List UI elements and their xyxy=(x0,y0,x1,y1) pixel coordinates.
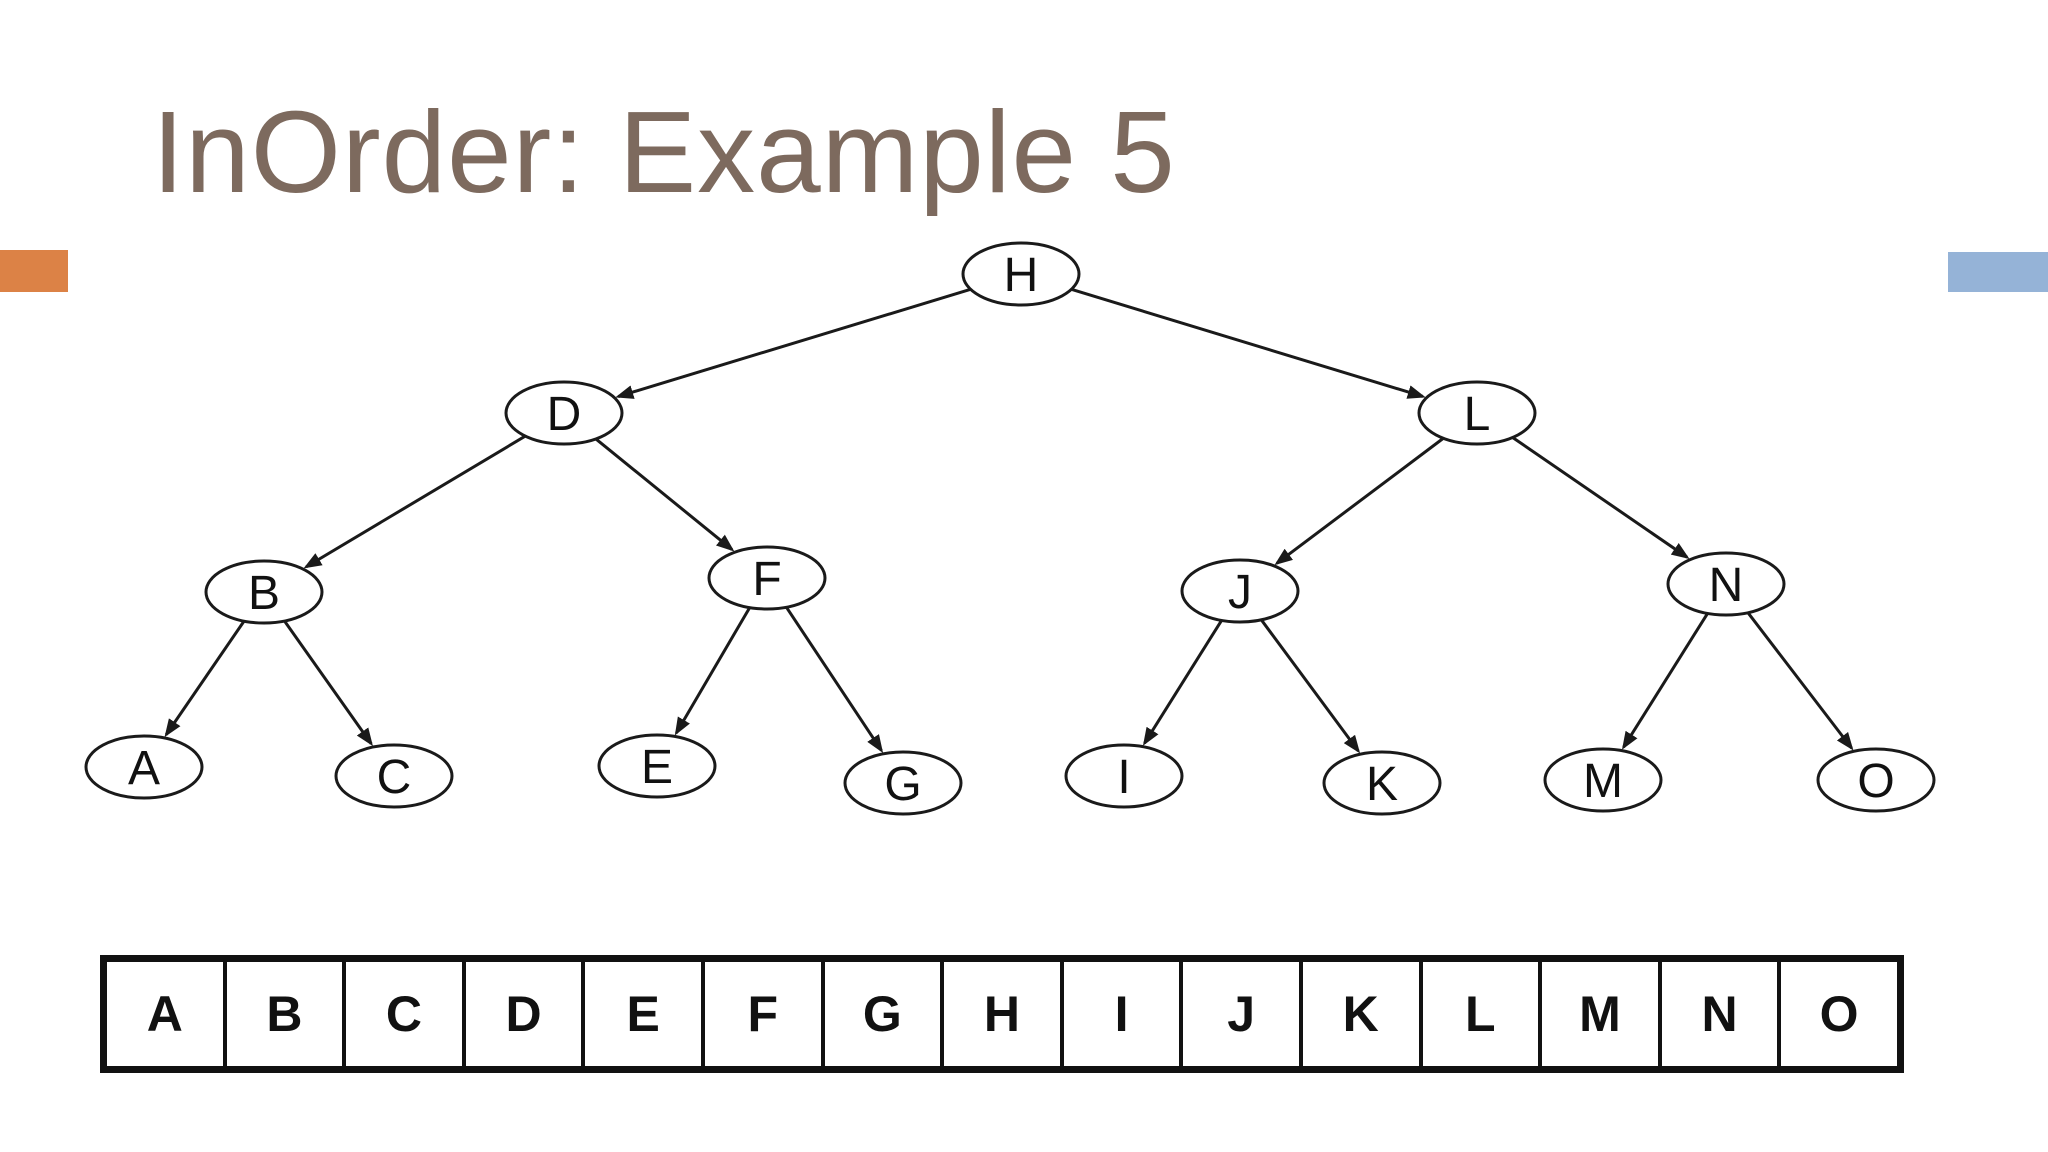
tree-node-ellipse-D xyxy=(504,380,624,446)
tree-node-I: I xyxy=(1064,743,1184,809)
array-cell-C: C xyxy=(342,962,462,1066)
tree-node-C: C xyxy=(334,743,454,809)
accent-bar-left xyxy=(0,250,68,292)
tree-node-label-H: H xyxy=(1004,249,1039,302)
tree-node-ellipse-A xyxy=(84,734,204,800)
tree-node-ellipse-E xyxy=(597,733,717,799)
array-cell-I: I xyxy=(1059,962,1180,1066)
tree-node-ellipse-N xyxy=(1666,551,1786,617)
tree-node-ellipse-C xyxy=(334,743,454,809)
array-cell-B: B xyxy=(222,962,343,1066)
tree-node-ellipse-H xyxy=(961,241,1081,307)
array-cell-F: F xyxy=(700,962,821,1066)
slide-title: InOrder: Example 5 xyxy=(152,87,1176,217)
tree-node-ellipse-M xyxy=(1543,747,1663,813)
tree-node-ellipse-O xyxy=(1816,747,1936,813)
tree-node-ellipse-L xyxy=(1417,380,1537,446)
array-cell-K: K xyxy=(1298,962,1419,1066)
tree-node-O: O xyxy=(1816,747,1936,813)
tree-node-G: G xyxy=(843,750,963,816)
tree-node-label-D: D xyxy=(547,388,582,441)
array-cell-D: D xyxy=(461,962,582,1066)
array-cell-G: G xyxy=(820,962,941,1066)
array-cell-M: M xyxy=(1538,962,1658,1066)
tree-edge-D-B xyxy=(303,434,527,569)
array-cell-A: A xyxy=(146,986,183,1042)
tree-node-ellipse-I xyxy=(1064,743,1184,809)
tree-edge-L-J xyxy=(1274,437,1445,566)
tree-edge-J-K xyxy=(1260,618,1361,754)
tree-node-ellipse-K xyxy=(1322,750,1442,816)
tree-node-label-G: G xyxy=(884,758,921,811)
array-cell-N: N xyxy=(1657,962,1778,1066)
tree-node-ellipse-F xyxy=(707,545,827,611)
tree-node-H: H xyxy=(961,241,1081,307)
array-cell-L: L xyxy=(1418,962,1539,1066)
array-cell-J: J xyxy=(1179,962,1299,1066)
tree-node-label-L: L xyxy=(1464,388,1491,441)
tree-edge-N-O xyxy=(1746,611,1854,751)
array-cell-E: E xyxy=(581,962,701,1066)
tree-node-label-C: C xyxy=(377,751,412,804)
tree-node-label-B: B xyxy=(248,567,280,620)
tree-edge-L-N xyxy=(1511,436,1690,559)
accent-bar-right xyxy=(1948,252,2048,292)
tree-node-N: N xyxy=(1666,551,1786,617)
tree-edge-D-F xyxy=(594,437,735,552)
tree-node-ellipse-B xyxy=(204,559,324,625)
tree-node-E: E xyxy=(597,733,717,799)
tree-node-label-N: N xyxy=(1709,559,1744,612)
tree-edge-B-C xyxy=(283,620,373,747)
tree-node-J: J xyxy=(1180,558,1300,624)
tree-node-label-M: M xyxy=(1583,755,1623,808)
tree-node-label-F: F xyxy=(752,553,781,606)
tree-node-F: F xyxy=(707,545,827,611)
tree-node-K: K xyxy=(1322,750,1442,816)
tree-node-label-A: A xyxy=(128,742,160,795)
tree-node-label-K: K xyxy=(1366,758,1398,811)
tree-node-label-O: O xyxy=(1857,755,1894,808)
tree-node-label-E: E xyxy=(641,741,673,794)
array-cell-H: H xyxy=(940,962,1060,1066)
tree-node-ellipse-J xyxy=(1180,558,1300,624)
tree-edge-H-L xyxy=(1070,287,1426,399)
tree-edge-J-I xyxy=(1142,619,1223,746)
tree-node-M: M xyxy=(1543,747,1663,813)
array-cell-O: O xyxy=(1777,962,1897,1066)
tree-edge-N-M xyxy=(1621,612,1709,750)
tree-node-L: L xyxy=(1417,380,1537,446)
tree-edge-H-D xyxy=(615,287,972,399)
tree-edge-F-G xyxy=(785,606,884,753)
tree-node-B: B xyxy=(204,559,324,625)
tree-node-A: A xyxy=(84,734,204,800)
tree-node-D: D xyxy=(504,380,624,446)
tree-edge-F-E xyxy=(674,606,751,736)
tree-node-ellipse-G xyxy=(843,750,963,816)
tree-node-label-J: J xyxy=(1228,566,1252,619)
tree-node-label-I: I xyxy=(1117,751,1130,804)
tree-edge-B-A xyxy=(164,620,246,738)
